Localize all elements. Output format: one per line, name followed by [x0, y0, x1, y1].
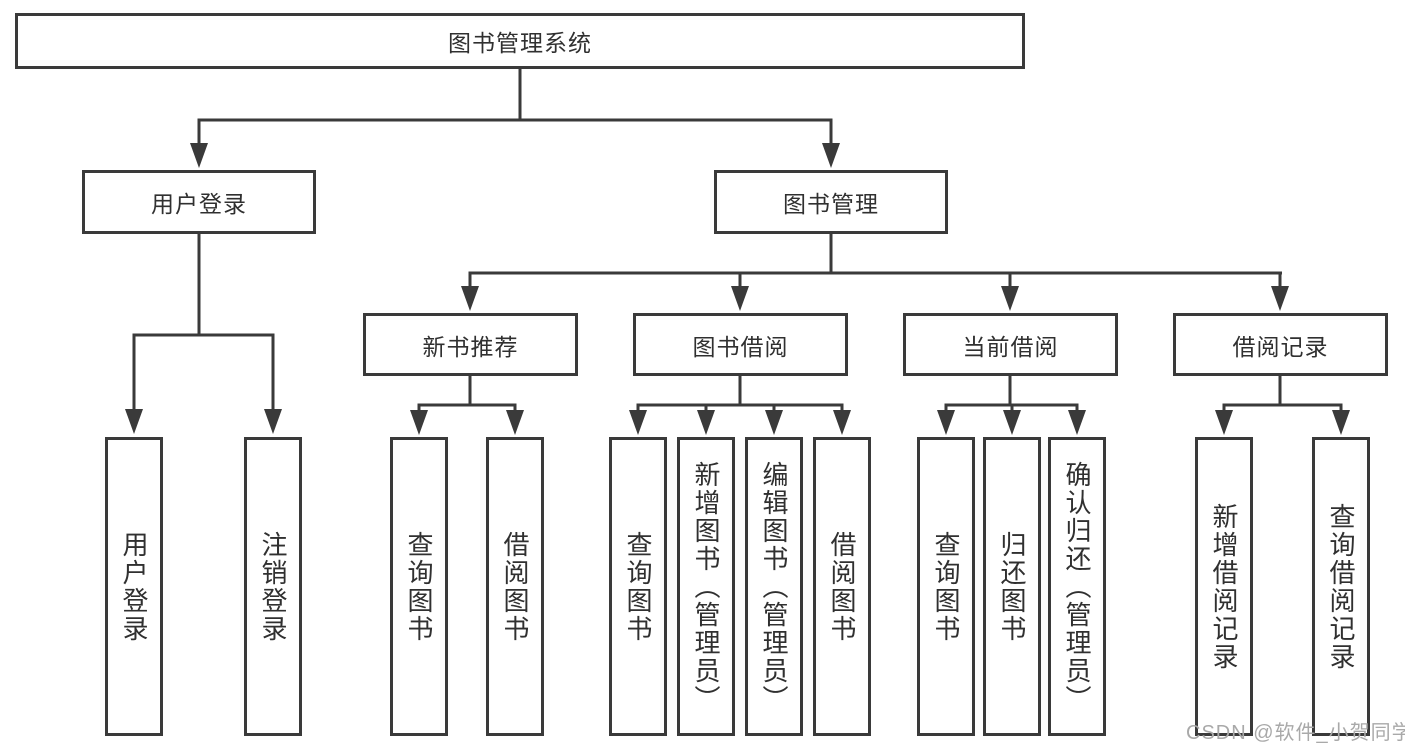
node-root: 图书管理系统	[15, 13, 1025, 69]
leaf-bb-query-books: 查询图书	[609, 437, 667, 736]
leaf-br-query-borrow-record: 查询借阅记录	[1312, 437, 1370, 736]
leaf-bb-borrow-books: 借阅图书	[813, 437, 871, 736]
leaf-bb-edit-book-admin: 编辑图书（管理员）	[745, 437, 803, 736]
watermark: CSDN @软件_小贺同学	[1186, 722, 1405, 744]
leaf-br-add-borrow-record: 新增借阅记录	[1195, 437, 1253, 736]
leaf-nb-borrow-books: 借阅图书	[486, 437, 544, 736]
node-borrowing-records: 借阅记录	[1173, 313, 1388, 376]
leaf-cb-return-books: 归还图书	[983, 437, 1041, 736]
leaf-cb-confirm-return-admin: 确认归还（管理员）	[1048, 437, 1106, 736]
leaf-nb-query-books: 查询图书	[390, 437, 448, 736]
leaf-bb-add-book-admin: 新增图书（管理员）	[677, 437, 735, 736]
leaf-logout: 注销登录	[244, 437, 302, 736]
node-current-borrowing: 当前借阅	[903, 313, 1118, 376]
node-new-book-recommendation: 新书推荐	[363, 313, 578, 376]
leaf-cb-query-books: 查询图书	[917, 437, 975, 736]
node-book-borrowing: 图书借阅	[633, 313, 848, 376]
node-book-management: 图书管理	[714, 170, 948, 234]
node-user-login: 用户登录	[82, 170, 316, 234]
leaf-user-login: 用户登录	[105, 437, 163, 736]
